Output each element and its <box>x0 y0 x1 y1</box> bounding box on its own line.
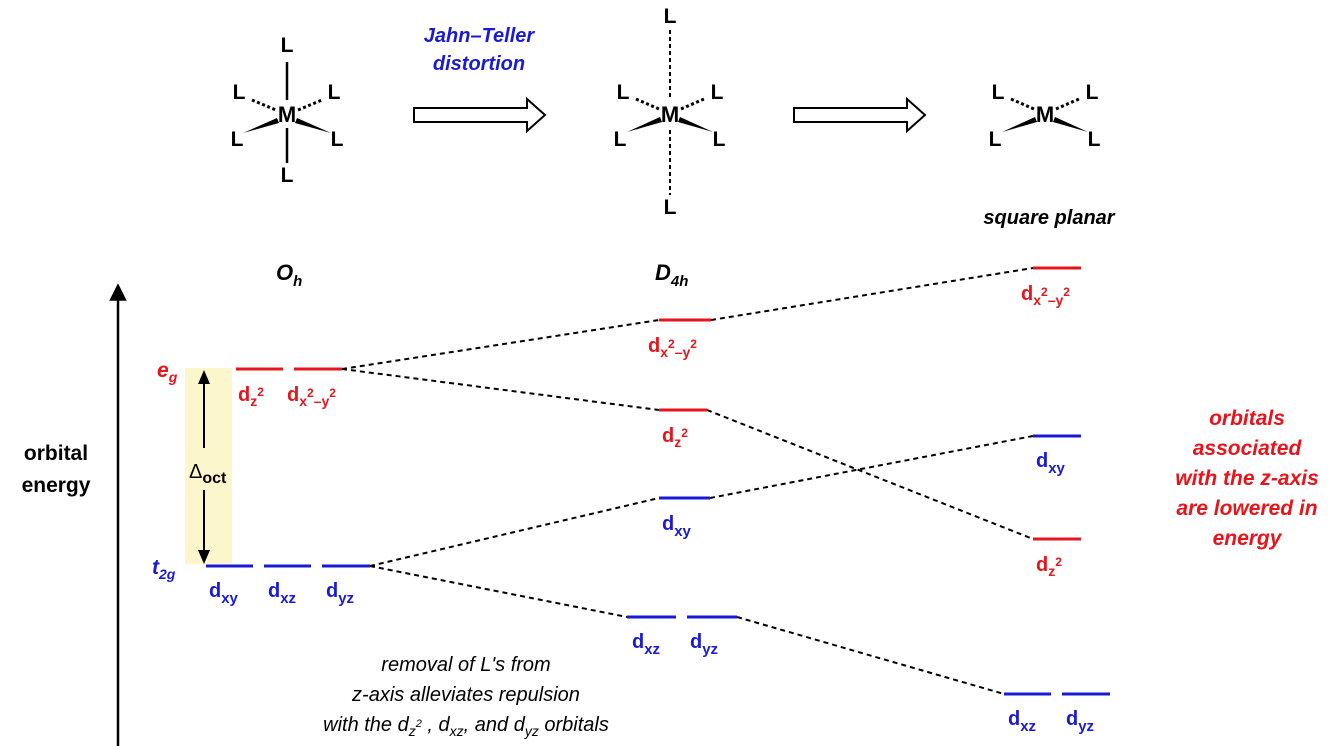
orbital-label-dxz: dxz <box>632 631 660 658</box>
square-planar-levels <box>1004 266 1110 696</box>
reaction-arrow-1: Jahn–Teller distortion <box>413 25 547 134</box>
eg-set-label: eg <box>157 359 178 385</box>
bottom-annotation: removal of L's from z-axis alleviates re… <box>323 654 609 739</box>
orbital-label-dx2y2: dx2–y2 <box>648 335 697 360</box>
orbital-label-dz2: dz2 <box>1036 554 1062 579</box>
orbital-label-dxz: dxz <box>268 580 296 607</box>
t2g-set-label: t2g <box>152 556 176 582</box>
orbital-label-dx2y2: dx2–y2 <box>287 384 336 409</box>
octahedral-structure: L L L M L L L <box>231 34 344 187</box>
reaction-arrow-2 <box>793 96 927 134</box>
orbital-label-dz2: dz2 <box>238 384 264 409</box>
right-annotation-line1: orbitals <box>1209 407 1285 430</box>
ligand-label: L <box>233 81 246 104</box>
d4h-levels <box>627 318 737 619</box>
ligand-label: L <box>992 81 1005 104</box>
jahn-teller-caption: Jahn–Teller <box>424 25 536 47</box>
energy-axis: orbital energy <box>22 283 127 746</box>
orbital-label-dxy: dxy <box>1036 450 1066 477</box>
ligand-label: L <box>614 128 627 151</box>
axis-label-energy: energy <box>22 474 91 497</box>
oh-point-group-label: Oh <box>276 260 302 290</box>
orbital-label-dz2: dz2 <box>662 425 688 450</box>
right-annotation-line5: energy <box>1213 527 1283 550</box>
ligand-label: L <box>989 128 1002 151</box>
d4h-point-group-label: D4h <box>655 260 688 290</box>
orbital-label-dyz: dyz <box>326 580 354 607</box>
bottom-annotation-line1: removal of L's from <box>381 654 550 676</box>
ligand-label: L <box>711 81 724 104</box>
orbital-label-dxy: dxy <box>662 513 692 540</box>
ligand-label: L <box>231 128 244 151</box>
orbital-label-dx2y2: dx2–y2 <box>1021 283 1070 308</box>
delta-oct-splitting: Δoct <box>185 368 232 564</box>
axis-label-orbital: orbital <box>24 442 88 465</box>
bottom-annotation-line2: z-axis alleviates repulsion <box>351 684 580 706</box>
metal-label: M <box>661 102 679 127</box>
right-annotation-line2: associated <box>1193 437 1303 460</box>
ligand-label: L <box>617 81 630 104</box>
d4h-structure: L L L M L L L <box>614 5 726 219</box>
ligand-label: L <box>1086 81 1099 104</box>
ligand-label: L <box>281 34 294 57</box>
ligand-label: L <box>713 128 726 151</box>
ligand-label: L <box>331 128 344 151</box>
square-planar-caption: square planar <box>983 207 1115 229</box>
orbital-label-dxz: dxz <box>1008 708 1036 735</box>
square-planar-structure: L L M L L square planar <box>983 81 1115 229</box>
ligand-label: L <box>281 164 294 187</box>
delta-oct-label: Δoct <box>189 461 227 487</box>
ligand-label: L <box>1088 128 1101 151</box>
right-annotation-line3: with the z-axis <box>1175 467 1319 490</box>
bottom-annotation-line3: with the dz2 , dxz, and dyz orbitals <box>323 714 609 739</box>
right-annotation: orbitals associated with the z-axis are … <box>1175 407 1319 550</box>
orbital-label-dxy: dxy <box>209 580 239 607</box>
metal-label: M <box>278 102 296 127</box>
metal-label: M <box>1036 102 1054 127</box>
correlation-lines <box>341 267 1034 695</box>
orbital-label-dyz: dyz <box>1066 708 1094 735</box>
orbital-label-dyz: dyz <box>690 631 718 658</box>
ligand-label: L <box>664 5 677 28</box>
distortion-caption: distortion <box>433 53 525 75</box>
right-annotation-line4: are lowered in <box>1176 497 1317 520</box>
ligand-label: L <box>328 81 341 104</box>
ligand-label: L <box>664 196 677 219</box>
